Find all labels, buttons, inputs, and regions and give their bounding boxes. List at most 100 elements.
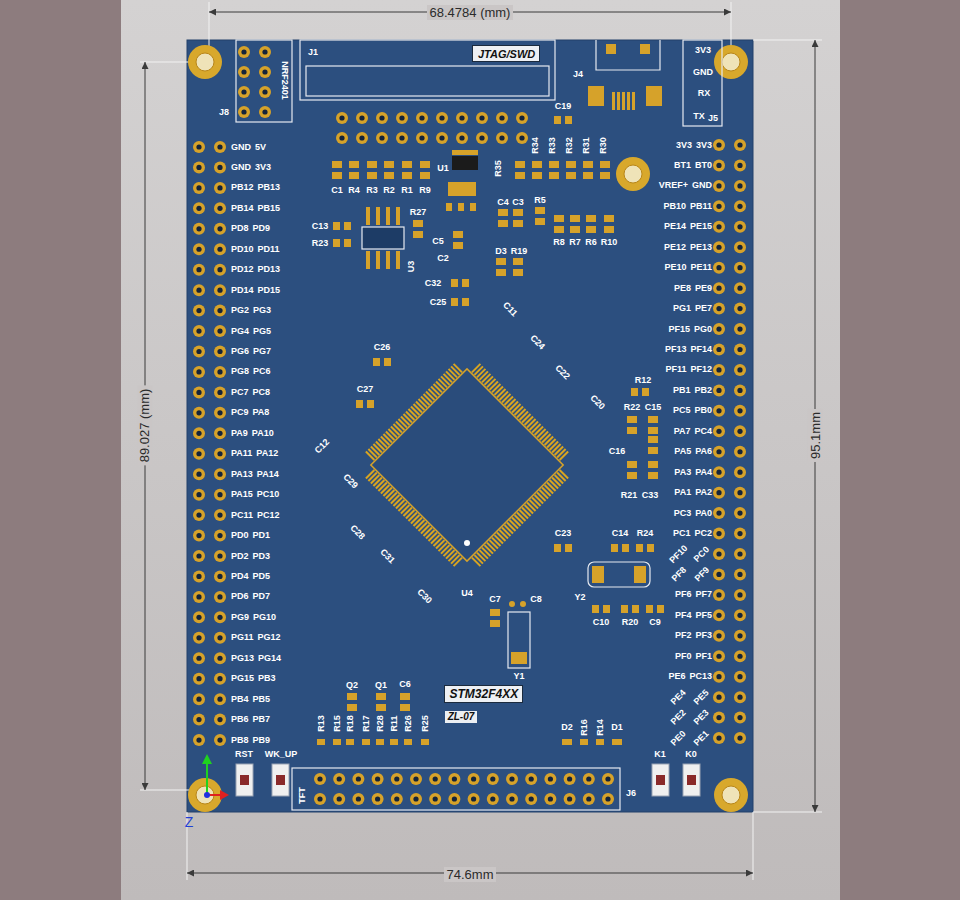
mounting-hole-ring bbox=[616, 157, 650, 191]
pin-label: PF7 bbox=[695, 590, 712, 599]
smd-pad bbox=[384, 358, 391, 366]
pin-label: PF4 bbox=[675, 611, 692, 620]
through-hole-pad bbox=[214, 386, 226, 398]
mounting-hole bbox=[624, 165, 642, 183]
component-ref: C26 bbox=[374, 343, 391, 352]
smd-pad bbox=[453, 242, 463, 249]
mcu-pin bbox=[526, 502, 536, 512]
mcu-pin bbox=[445, 549, 455, 559]
drill-hole bbox=[196, 328, 201, 333]
through-hole-pad bbox=[734, 159, 746, 171]
smd-pad bbox=[396, 251, 400, 269]
smd-pad bbox=[580, 739, 588, 745]
smd-pad bbox=[413, 220, 423, 227]
smd-pad bbox=[367, 172, 377, 179]
center-panel bbox=[121, 0, 840, 900]
mcu-pin bbox=[531, 497, 541, 507]
component-ref: R20 bbox=[622, 618, 639, 627]
mcu-pin bbox=[489, 381, 499, 391]
pin-label: PC4 bbox=[694, 427, 712, 436]
drill-hole bbox=[586, 776, 591, 781]
through-hole-pad bbox=[734, 589, 746, 601]
mcu-pin bbox=[554, 446, 564, 456]
smd-pad bbox=[356, 400, 363, 408]
mcu-pin bbox=[368, 472, 378, 482]
through-hole-pad bbox=[193, 673, 205, 685]
through-hole-pad bbox=[193, 346, 205, 358]
pin-label: PG7 bbox=[253, 347, 271, 356]
through-hole-pad bbox=[456, 112, 468, 124]
mcu-pin bbox=[428, 532, 438, 542]
axis-y bbox=[206, 762, 208, 795]
mcu-pin bbox=[435, 381, 445, 391]
through-hole-pad bbox=[713, 487, 725, 499]
pin-label: PB4 bbox=[231, 695, 249, 704]
mcu-pin bbox=[559, 469, 569, 479]
through-hole-pad bbox=[193, 734, 205, 746]
mcu-pin bbox=[368, 448, 378, 458]
through-hole-pad bbox=[214, 325, 226, 337]
mcu-pin bbox=[425, 529, 435, 539]
smd-pad bbox=[376, 739, 384, 745]
drill-hole bbox=[262, 69, 267, 74]
mcu-pin bbox=[491, 383, 501, 393]
drill-hole bbox=[217, 656, 222, 661]
through-hole-pad bbox=[193, 468, 205, 480]
smd-pad bbox=[462, 279, 469, 287]
drill-hole bbox=[490, 796, 495, 801]
smd-pad bbox=[451, 279, 458, 287]
smd-pad bbox=[390, 739, 398, 745]
smd-pad bbox=[515, 161, 525, 168]
smd-pad bbox=[446, 203, 452, 211]
mcu-pin bbox=[423, 527, 433, 537]
through-hole-pad bbox=[214, 366, 226, 378]
pin-label: PA8 bbox=[253, 408, 270, 417]
smd-pad bbox=[333, 739, 341, 745]
mcu-pin bbox=[408, 512, 418, 522]
through-hole-pad bbox=[713, 262, 725, 274]
mcu-pin bbox=[511, 517, 521, 527]
smd-pad bbox=[627, 416, 637, 423]
pin-label: 3V3 bbox=[676, 141, 692, 150]
component-ref: R4 bbox=[348, 186, 360, 195]
drill-hole bbox=[716, 408, 721, 413]
through-hole-pad bbox=[734, 487, 746, 499]
pin-label: PD6 bbox=[231, 592, 249, 601]
mcu-pin bbox=[516, 408, 526, 418]
drill-hole bbox=[375, 796, 380, 801]
mcu-pin bbox=[544, 484, 554, 494]
drill-hole bbox=[217, 594, 222, 599]
smd-pad bbox=[535, 218, 545, 225]
pin-label: PA6 bbox=[695, 447, 712, 456]
mcu-pin bbox=[529, 421, 539, 431]
mcu-pin bbox=[388, 492, 398, 502]
pin-label: PB13 bbox=[258, 183, 281, 192]
drill-hole bbox=[737, 592, 742, 597]
drill-hole bbox=[716, 715, 721, 720]
through-hole-pad bbox=[193, 448, 205, 460]
smd-pad bbox=[404, 739, 412, 745]
component-ref: R19 bbox=[511, 247, 528, 256]
mcu-pin bbox=[476, 368, 486, 378]
smd-pad bbox=[648, 472, 658, 479]
drill-hole bbox=[490, 776, 495, 781]
through-hole-pad bbox=[214, 427, 226, 439]
smd-pad bbox=[511, 652, 527, 664]
smd-pad bbox=[562, 739, 572, 745]
pin-label: PG1 bbox=[673, 304, 691, 313]
mcu-pin bbox=[551, 443, 561, 453]
through-hole-pad bbox=[259, 66, 271, 78]
smd-pad bbox=[344, 222, 351, 230]
component-ref: U4 bbox=[461, 589, 473, 598]
through-hole-pad bbox=[314, 773, 326, 785]
component-ref: C16 bbox=[609, 447, 626, 456]
drill-hole bbox=[217, 635, 222, 640]
pin-label: PE8 bbox=[674, 284, 691, 293]
pin-label: PC1 bbox=[673, 529, 691, 538]
component-ref: TX bbox=[693, 112, 705, 121]
mcu-pin bbox=[443, 373, 453, 383]
through-hole-pad bbox=[352, 773, 364, 785]
through-hole-pad bbox=[564, 793, 576, 805]
smd-pad bbox=[400, 693, 410, 700]
